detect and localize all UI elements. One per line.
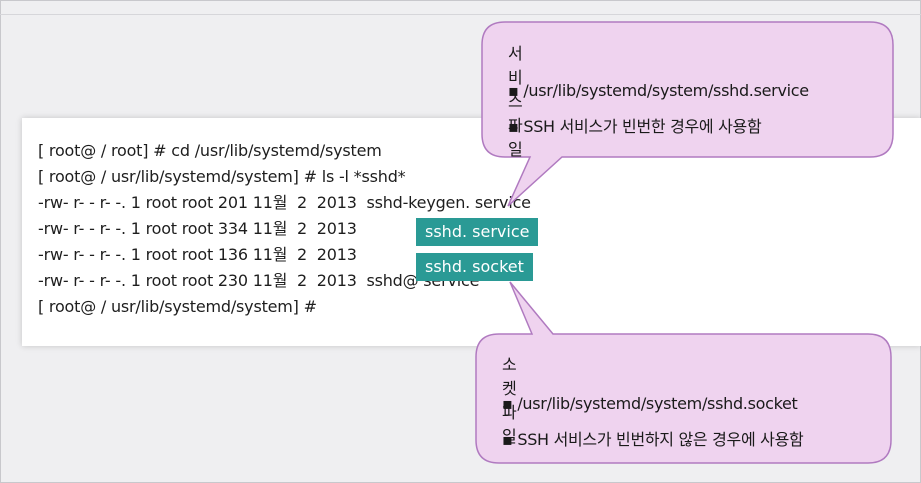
highlight-sshd-service: sshd. service — [416, 218, 539, 246]
socket-path: /usr/lib/systemd/system/sshd.socket — [517, 394, 798, 413]
service-usage: SSH 서비스가 빈번한 경우에 사용함 — [523, 117, 762, 136]
socket-usage: SSH 서비스가 빈번하지 않은 경우에 사용함 — [517, 430, 804, 449]
socket-callout-item: ▪ /usr/lib/systemd/system/sshd.socket — [502, 394, 798, 413]
top-divider — [0, 14, 921, 15]
highlight-sshd-socket: sshd. socket — [416, 253, 533, 281]
terminal-line: [ root@ / root] # cd /usr/lib/systemd/sy… — [38, 141, 382, 160]
terminal-line: -rw- r- - r- -. 1 root root 334 11월 2 20… — [38, 219, 357, 238]
terminal-line: -rw- r- - r- -. 1 root root 201 11월 2 20… — [38, 193, 531, 212]
service-callout-item: ▪ /usr/lib/systemd/system/sshd.service — [508, 81, 809, 100]
service-path: /usr/lib/systemd/system/sshd.service — [523, 81, 809, 100]
terminal-line: -rw- r- - r- -. 1 root root 136 11월 2 20… — [38, 245, 357, 264]
terminal-line: [ root@ / usr/lib/systemd/system] # ls -… — [38, 167, 406, 186]
socket-callout-title: 소켓 파일 — [502, 355, 517, 446]
terminal-output: [ root@ / root] # cd /usr/lib/systemd/sy… — [38, 138, 531, 320]
socket-callout-item: ▪ SSH 서비스가 빈번하지 않은 경우에 사용함 — [502, 430, 804, 449]
service-callout-item: ▪ SSH 서비스가 빈번한 경우에 사용함 — [508, 117, 762, 136]
terminal-line: [ root@ / usr/lib/systemd/system] # — [38, 297, 317, 316]
service-callout-title: 서비스 파일 — [508, 44, 523, 159]
